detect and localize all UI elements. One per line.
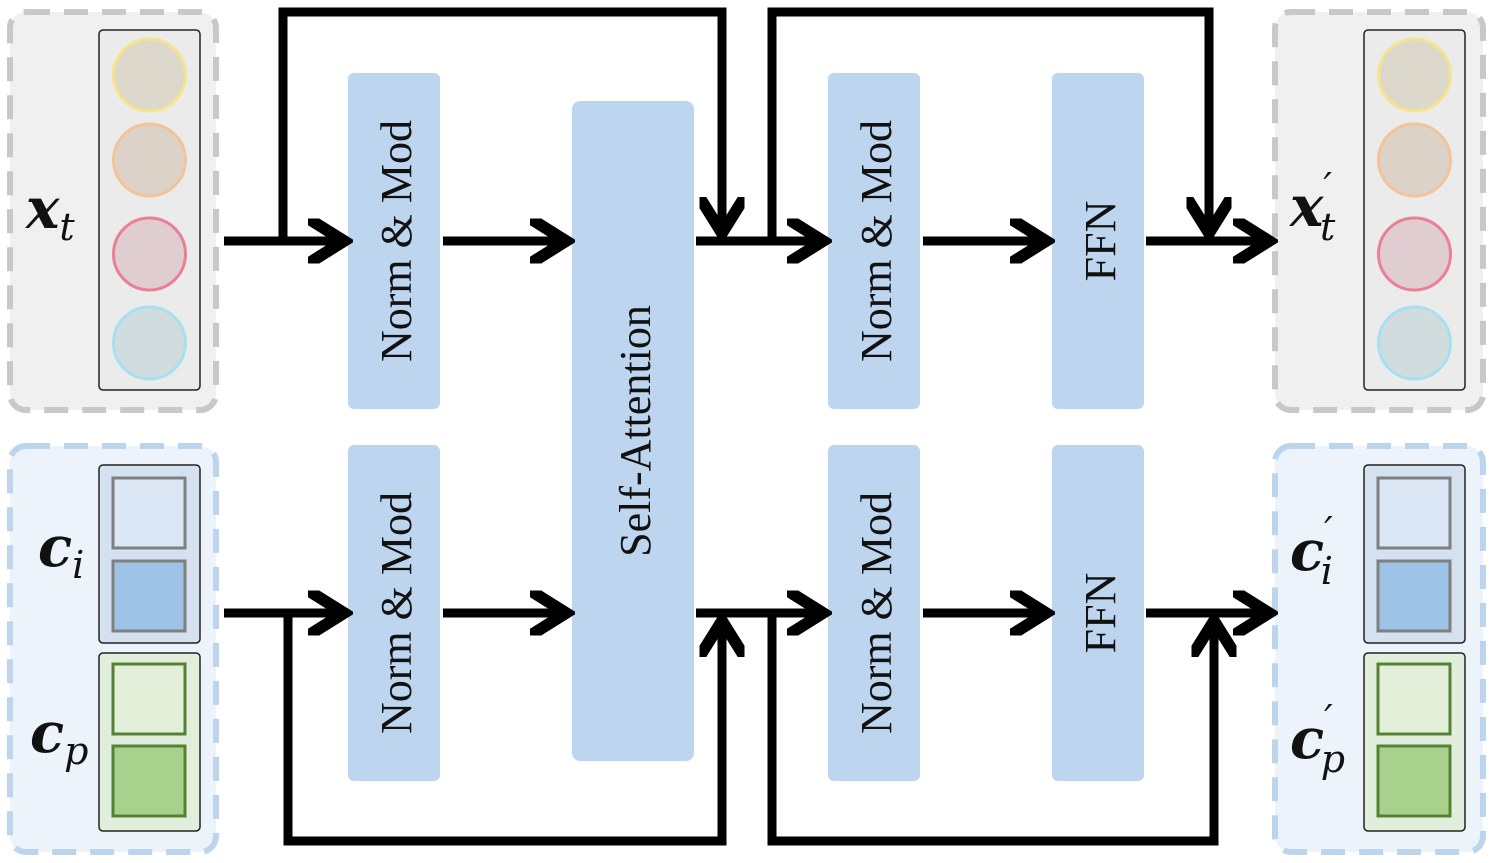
image-token-out-2 xyxy=(1376,559,1452,633)
svg-text:Norm & Mod: Norm & Mod xyxy=(372,492,421,734)
svg-text:Norm & Mod: Norm & Mod xyxy=(852,120,901,362)
text-token-output-stack xyxy=(1363,29,1466,391)
norm-mod-block-bottom-2: Norm & Mod xyxy=(828,445,920,781)
x-t-prime-label: x′t xyxy=(1289,165,1336,249)
text-token-input-group: xt xyxy=(7,9,219,413)
text-token-out-4 xyxy=(1377,305,1452,381)
norm-mod-block-top-2: Norm & Mod xyxy=(828,73,920,409)
prompt-token-out-1 xyxy=(1376,662,1452,736)
prompt-token-2 xyxy=(111,744,187,818)
residual-skip-bottom-1 xyxy=(283,613,722,846)
text-token-out-2 xyxy=(1377,122,1452,198)
prompt-token-out-2 xyxy=(1376,744,1452,818)
self-attention-block: Self-Attention xyxy=(572,101,694,761)
c-p-label: cp xyxy=(30,700,88,773)
text-token-2 xyxy=(112,122,187,198)
x-t-label: xt xyxy=(25,176,75,249)
c-p-prime-label: c′p xyxy=(1290,697,1345,781)
text-token-4 xyxy=(112,305,187,381)
norm-mod-block-top-1: Norm & Mod xyxy=(348,73,440,409)
text-token-stack xyxy=(98,29,201,391)
text-token-out-3 xyxy=(1377,216,1452,292)
c-i-prime-label: c′i xyxy=(1290,509,1333,593)
text-token-1 xyxy=(112,37,187,113)
residual-skip-bottom-2 xyxy=(767,613,1214,846)
norm-mod-block-bottom-1: Norm & Mod xyxy=(348,445,440,781)
condition-token-output-group: c′i c′p xyxy=(1272,443,1486,855)
image-token-2 xyxy=(111,559,187,633)
ffn-block-bottom: FFN xyxy=(1052,445,1144,781)
text-token-3 xyxy=(112,216,187,292)
svg-text:Self-Attention: Self-Attention xyxy=(611,305,660,557)
prompt-token-1 xyxy=(111,662,187,736)
image-token-out-1 xyxy=(1376,476,1452,550)
svg-text:FFN: FFN xyxy=(1076,573,1125,654)
text-token-output-group: x′t xyxy=(1272,9,1486,413)
residual-skip-top-1 xyxy=(278,7,722,241)
c-i-label: ci xyxy=(38,514,84,587)
text-token-out-1 xyxy=(1377,37,1452,113)
svg-text:FFN: FFN xyxy=(1076,201,1125,282)
svg-text:Norm & Mod: Norm & Mod xyxy=(372,120,421,362)
image-token-1 xyxy=(111,476,187,550)
ffn-block-top: FFN xyxy=(1052,73,1144,409)
residual-skip-top-2 xyxy=(767,7,1209,241)
svg-text:Norm & Mod: Norm & Mod xyxy=(852,492,901,734)
condition-token-input-group: ci cp xyxy=(7,443,219,855)
